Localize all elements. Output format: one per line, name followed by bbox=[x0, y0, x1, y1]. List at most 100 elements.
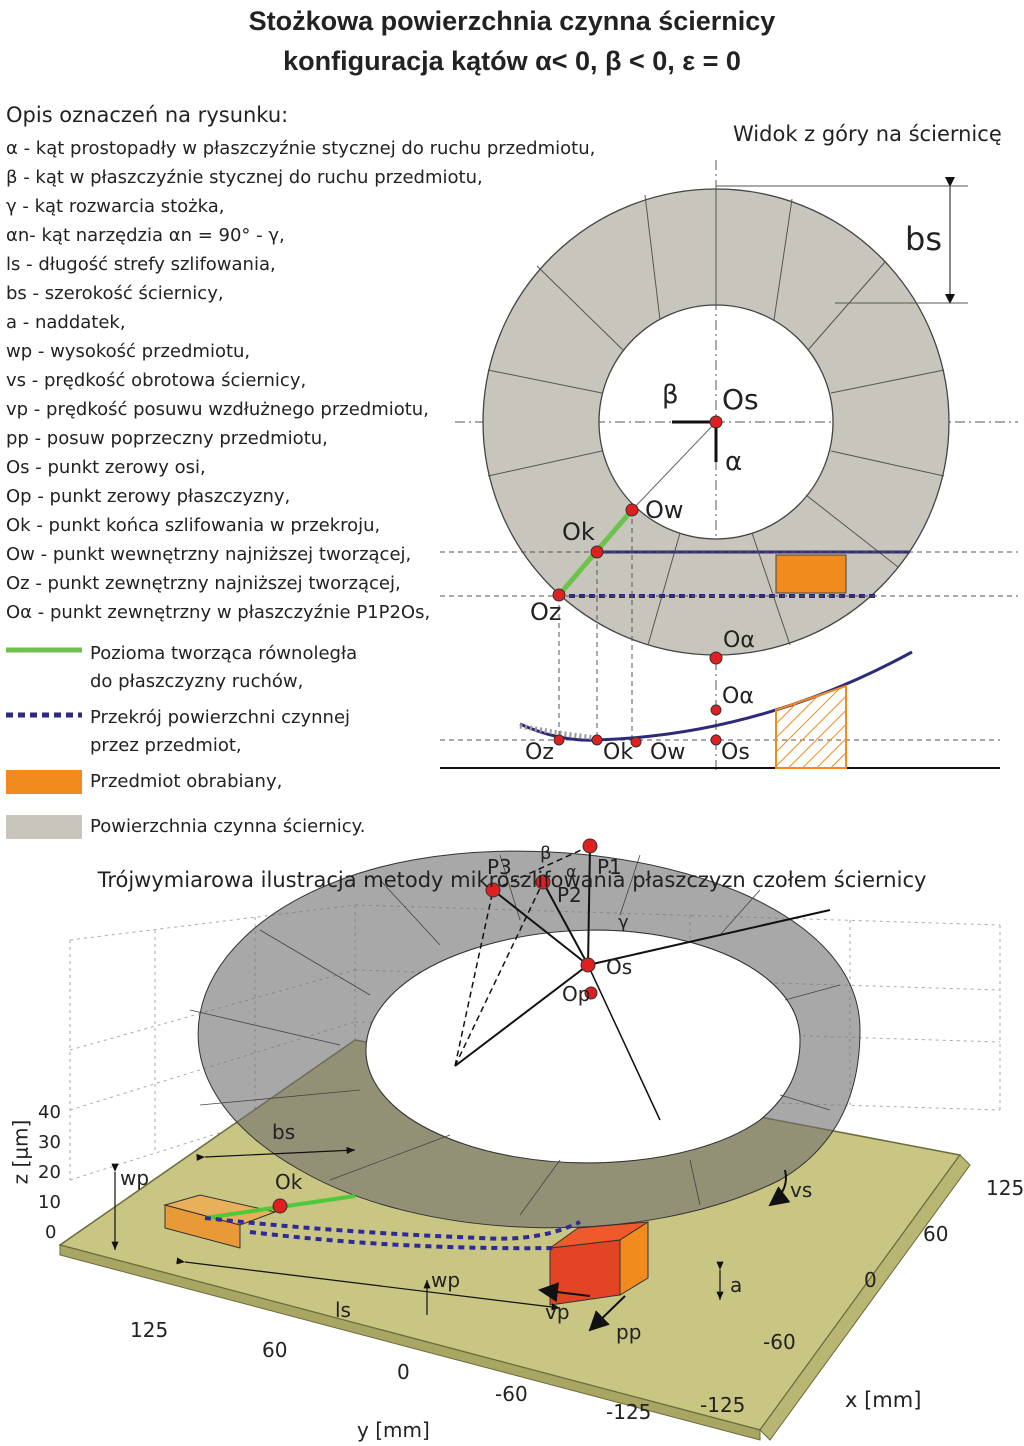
z-tick: 20 bbox=[38, 1162, 61, 1183]
section-3d-blue-2 bbox=[249, 1230, 556, 1251]
vs-arrow bbox=[768, 1169, 791, 1207]
point-Os bbox=[709, 415, 723, 429]
grinding-wheel-ring bbox=[482, 188, 950, 656]
pp-arrow bbox=[588, 1295, 626, 1332]
vp-arrow bbox=[538, 1282, 591, 1303]
point-P1 bbox=[582, 838, 598, 854]
section-label-Oz: Oz bbox=[525, 740, 554, 765]
label-Os: Os bbox=[722, 383, 759, 416]
radius-line bbox=[631, 421, 717, 511]
legend-item: ls - długość strefy szlifowania, bbox=[6, 254, 276, 275]
workpiece-top bbox=[775, 554, 847, 594]
swatch-blue-label-2: przez przedmiot, bbox=[90, 735, 242, 756]
iso-label-wp-2: wp bbox=[431, 1268, 461, 1292]
section-curve-shadow bbox=[519, 723, 598, 741]
point-Oz bbox=[552, 588, 566, 602]
legend-item: vp - prędkość posuwu wzdłużnego przedmio… bbox=[6, 399, 429, 420]
iso-view-title: Trójwymiarowa ilustracja metody mikroszl… bbox=[97, 868, 927, 892]
iso-label-vs: vs bbox=[790, 1178, 813, 1202]
z-tick: 30 bbox=[38, 1132, 61, 1153]
point-Ok-3d bbox=[272, 1198, 288, 1214]
base-plate-side bbox=[759, 1154, 971, 1441]
iso-label-ls: ls bbox=[335, 1298, 351, 1322]
point-Ok bbox=[590, 545, 604, 559]
iso-label-alpha: α bbox=[566, 862, 577, 881]
label-Ow: Ow bbox=[645, 496, 684, 524]
legend-swatches bbox=[6, 647, 82, 839]
line-Os-P1 bbox=[587, 845, 591, 966]
iso-view bbox=[58, 838, 1001, 1441]
iso-label-bs: bs bbox=[272, 1120, 296, 1144]
legend-item: αn- kąt narzędzia αn = 90° - γ, bbox=[6, 225, 285, 246]
iso-label-Op: Op bbox=[562, 982, 591, 1006]
line-Os-left bbox=[454, 964, 589, 1067]
section-label-Oalpha: Oα bbox=[722, 684, 754, 709]
point-P3 bbox=[485, 882, 501, 898]
x-tick: 125 bbox=[986, 1176, 1024, 1200]
legend-item: bs - szerokość ściernicy, bbox=[6, 283, 224, 304]
section-label-Os: Os bbox=[721, 740, 750, 765]
iso-label-pp: pp bbox=[616, 1320, 642, 1344]
x-tick: 0 bbox=[864, 1268, 877, 1292]
label-bs: bs bbox=[905, 220, 942, 258]
label-Oalpha: Oα bbox=[723, 628, 755, 653]
top-view bbox=[440, 160, 1018, 770]
line-P3-P1 bbox=[492, 845, 591, 891]
section-point-Ok bbox=[591, 734, 603, 746]
top-view-title: Widok z góry na ściernicę bbox=[733, 122, 1002, 146]
line-Os-right bbox=[587, 909, 831, 966]
x-tick: -125 bbox=[700, 1393, 746, 1417]
y-axis-label: y [mm] bbox=[357, 1418, 430, 1442]
label-Ok: Ok bbox=[562, 518, 595, 546]
iso-label-gamma: γ bbox=[618, 912, 629, 933]
point-P2 bbox=[535, 874, 551, 890]
wheel-segment-lines bbox=[487, 189, 945, 646]
iso-label-P3: P3 bbox=[487, 855, 512, 879]
iso-label-beta: β bbox=[540, 843, 552, 864]
alpha-beta-axes bbox=[672, 420, 718, 462]
swatch-green-label-2: do płaszczyzny ruchów, bbox=[90, 671, 304, 692]
line-P2-dash bbox=[454, 881, 544, 1067]
iso-label-P2: P2 bbox=[557, 883, 582, 907]
legend-item: Ow - punkt wewnętrzny najniższej tworząc… bbox=[6, 544, 412, 565]
iso-label-vp: vp bbox=[545, 1300, 570, 1324]
z-tick: 40 bbox=[38, 1102, 61, 1123]
y-tick: -125 bbox=[606, 1400, 652, 1424]
swatch-orange-label: Przedmiot obrabiany, bbox=[90, 771, 283, 792]
legend-item: a - naddatek, bbox=[6, 312, 126, 333]
legend-item: β - kąt w płaszczyźnie stycznej do ruchu… bbox=[6, 167, 483, 188]
swatch-gray-label: Powierzchnia czynna ściernicy. bbox=[90, 816, 366, 837]
legend-item: Op - punkt zerowy płaszczyzny, bbox=[6, 486, 291, 507]
legend-item: pp - posuw poprzeczny przedmiotu, bbox=[6, 428, 328, 449]
swatch-blue-label-1: Przekrój powierzchni czynnej bbox=[90, 707, 351, 728]
legend-heading: Opis oznaczeń na rysunku: bbox=[6, 103, 289, 127]
y-tick: -60 bbox=[495, 1382, 528, 1406]
line-Os-P2 bbox=[542, 881, 589, 966]
line-Os-bottom bbox=[587, 964, 661, 1121]
legend-item: Oα - punkt zewnętrzny w płaszczyźnie P1P… bbox=[6, 602, 431, 623]
iso-label-Os: Os bbox=[606, 955, 633, 979]
bs-3d-dimension bbox=[196, 1146, 356, 1161]
workpiece-right-side bbox=[619, 1221, 649, 1296]
line-Os-P3 bbox=[492, 889, 589, 966]
z-axis-label: z [μm] bbox=[8, 1119, 33, 1185]
y-tick: 0 bbox=[397, 1360, 410, 1384]
label-alpha: α bbox=[725, 447, 743, 477]
label-beta: β bbox=[662, 380, 679, 410]
section-point-Oz bbox=[553, 734, 565, 746]
y-tick: 125 bbox=[130, 1318, 169, 1342]
title-line-2: konfiguracja kątów α< 0, β < 0, ε = 0 bbox=[283, 46, 741, 76]
workpiece-section bbox=[775, 684, 847, 769]
iso-label-a: a bbox=[730, 1273, 743, 1297]
legend-item: Os - punkt zerowy osi, bbox=[6, 457, 206, 478]
x-tick: 60 bbox=[923, 1222, 949, 1246]
legend-item: vs - prędkość obrotowa ściernicy, bbox=[6, 370, 307, 391]
section-label-Ow: Ow bbox=[650, 740, 686, 765]
legend-item: wp - wysokość przedmiotu, bbox=[6, 341, 251, 362]
y-tick: 60 bbox=[262, 1338, 288, 1362]
point-Ow bbox=[625, 503, 639, 517]
title-line-1: Stożkowa powierzchnia czynna ściernicy bbox=[248, 6, 776, 36]
z-tick: 0 bbox=[45, 1222, 57, 1243]
swatch-orange bbox=[6, 770, 82, 794]
